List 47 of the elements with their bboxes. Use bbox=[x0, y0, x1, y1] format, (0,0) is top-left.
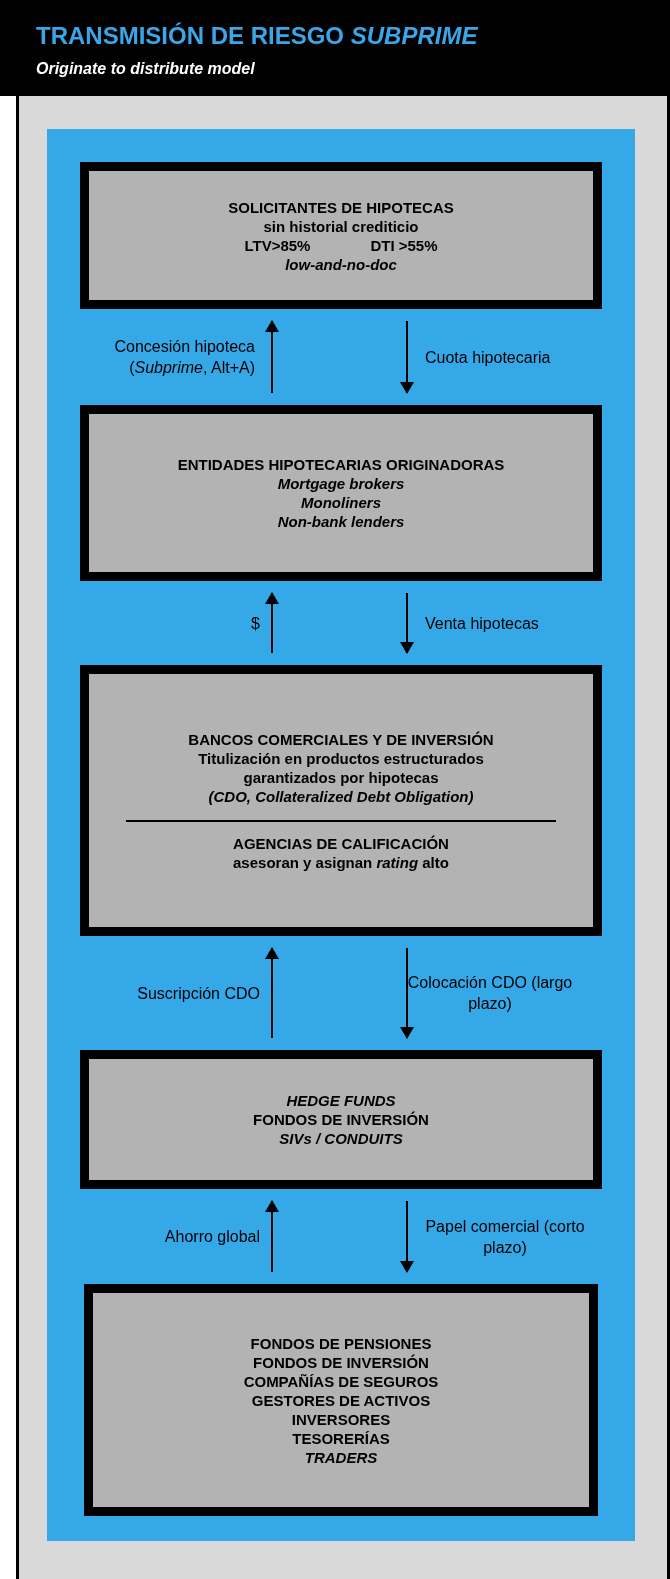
box-text: ENTIDADES HIPOTECARIAS ORIGINADORAS bbox=[177, 455, 505, 474]
box-text: low-and-no-doc bbox=[285, 254, 397, 274]
arrow bbox=[400, 592, 414, 654]
box-text: (CDO, Collateralized Debt Obligation) bbox=[208, 786, 474, 806]
entity-box bbox=[80, 1050, 602, 1189]
box-text: sin historial crediticio bbox=[263, 216, 419, 236]
box-text: GESTORES DE ACTIVOS bbox=[251, 1390, 431, 1410]
arrow bbox=[400, 1200, 414, 1273]
box-text: COMPAÑÍAS DE SEGUROS bbox=[243, 1371, 439, 1391]
box-text: Titulización en productos estructurados garantizados por hipotecas bbox=[197, 748, 485, 787]
edge-label: Concesión hipoteca (Subprime, Alt+A) bbox=[113, 337, 255, 378]
arrow bbox=[400, 320, 414, 394]
box-text: LTV>85% bbox=[244, 235, 311, 255]
box-text: HEDGE FUNDS bbox=[286, 1091, 396, 1110]
edge-label: Cuota hipotecaria bbox=[425, 347, 552, 368]
arrow bbox=[265, 320, 279, 394]
box-text: Non-bank lenders bbox=[277, 512, 405, 531]
arrow bbox=[265, 1200, 279, 1273]
edge-label: Colocación CDO (largo plazo) bbox=[406, 973, 574, 1014]
box-text: FONDOS DE PENSIONES bbox=[250, 1333, 432, 1353]
box-text: SIVs / CONDUITS bbox=[279, 1129, 403, 1148]
arrow bbox=[265, 592, 279, 654]
box-text: BANCOS COMERCIALES Y DE INVERSIÓN bbox=[188, 729, 494, 749]
edge-label: Ahorro global bbox=[163, 1227, 260, 1247]
entity-box bbox=[80, 405, 602, 581]
box-text: FONDOS DE INVERSIÓN bbox=[253, 1110, 429, 1129]
box-text: Mortgage brokers bbox=[277, 474, 405, 493]
box-text: AGENCIAS DE CALIFICACIÓN bbox=[233, 833, 449, 853]
box-text: asesoran y asignan rating alto bbox=[233, 852, 449, 872]
entity-box bbox=[80, 162, 602, 309]
entity-box bbox=[84, 1284, 598, 1516]
box-text: FONDOS DE INVERSIÓN bbox=[253, 1352, 429, 1372]
box-text: Monoliners bbox=[301, 493, 381, 512]
arrow bbox=[400, 947, 414, 1039]
title: TRANSMISIÓN DE RIESGO SUBPRIME bbox=[36, 22, 478, 50]
edge-label: Suscripción CDO bbox=[136, 983, 260, 1004]
box-text: SOLICITANTES DE HIPOTECAS bbox=[228, 197, 454, 217]
box-text: TRADERS bbox=[304, 1447, 378, 1467]
subtitle: Originate to distribute model bbox=[36, 60, 255, 78]
box-text: DTI >55% bbox=[370, 235, 438, 255]
edge-label: Papel comercial (corto plazo) bbox=[424, 1216, 586, 1258]
entity-box bbox=[80, 665, 602, 936]
edge-label: $ bbox=[250, 613, 260, 634]
box-text: INVERSORES bbox=[291, 1409, 391, 1429]
edge-label: Venta hipotecas bbox=[425, 613, 540, 634]
arrow bbox=[265, 947, 279, 1039]
box-text: TESORERÍAS bbox=[292, 1428, 390, 1448]
